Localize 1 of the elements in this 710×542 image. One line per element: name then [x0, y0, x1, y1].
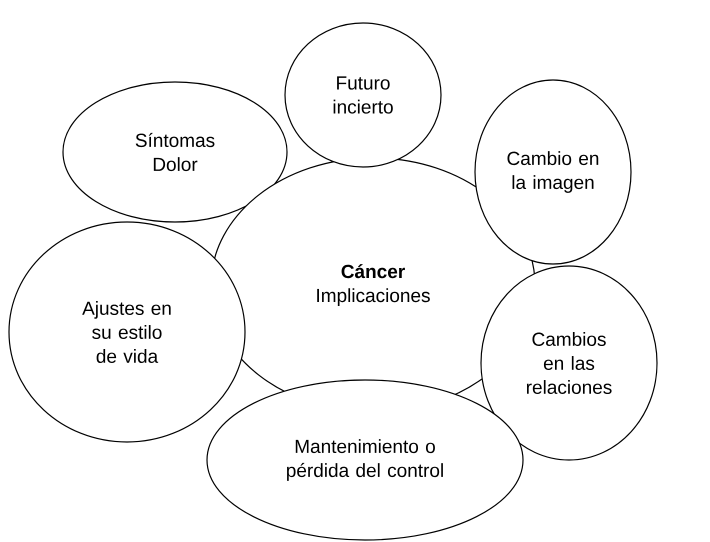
node-label: Mantenimiento o pérdida del control — [287, 439, 443, 481]
